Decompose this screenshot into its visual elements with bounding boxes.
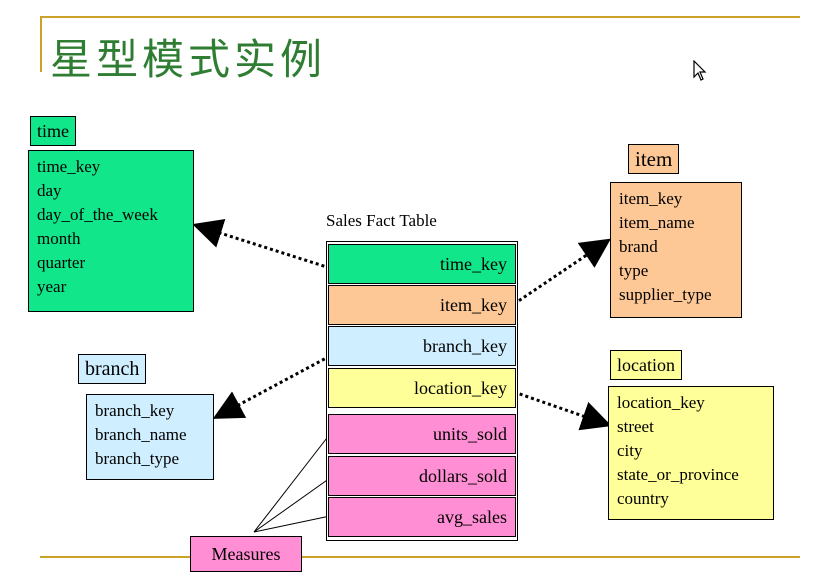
item-dimension-tab: item: [628, 144, 680, 174]
branch-dimension-box: branch_key branch_name branch_type: [86, 394, 214, 480]
location-attr: street: [617, 417, 654, 436]
top-rule: [40, 16, 800, 18]
fact-key-item: item_key: [328, 285, 516, 325]
location-attr: city: [617, 441, 643, 460]
item-attr: item_key: [619, 189, 683, 208]
item-attr: brand: [619, 237, 658, 256]
time-attr: day_of_the_week: [37, 205, 158, 224]
measure-link-avg: [253, 515, 331, 533]
fact-key-time: time_key: [328, 244, 516, 284]
time-attr: year: [37, 277, 67, 296]
fact-key-location: location_key: [328, 368, 516, 408]
fact-measure-units-sold: units_sold: [328, 414, 516, 454]
measures-label: Measures: [190, 536, 302, 572]
item-attr: supplier_type: [619, 285, 712, 304]
location-link: [513, 390, 612, 431]
item-dimension-box: item_key item_name brand type supplier_t…: [610, 182, 742, 318]
branch-attr: branch_key: [95, 401, 175, 420]
time-attr: month: [37, 229, 81, 248]
fact-measure-dollars-sold: dollars_sold: [328, 456, 516, 496]
branch-dimension-tab: branch: [78, 354, 147, 384]
item-attr: item_name: [619, 213, 695, 232]
branch-attr: branch_type: [95, 449, 180, 468]
time-dimension-tab: time: [30, 116, 76, 146]
fact-key-branch: branch_key: [328, 326, 516, 366]
mouse-pointer-icon: [693, 60, 707, 81]
time-attr: quarter: [37, 253, 86, 272]
time-attr: time_key: [37, 157, 101, 176]
time-attr: day: [37, 181, 62, 200]
location-attr: country: [617, 489, 669, 508]
location-attr: state_or_province: [617, 465, 739, 484]
location-dimension-box: location_key street city state_or_provin…: [608, 386, 774, 520]
fact-measure-avg-sales: avg_sales: [328, 497, 516, 537]
item-link: [513, 238, 611, 306]
time-link: [192, 218, 331, 270]
fact-table-title: Sales Fact Table: [326, 211, 437, 230]
location-attr: location_key: [617, 393, 705, 412]
bottom-rule: [40, 556, 800, 558]
measure-link-units: [253, 433, 331, 533]
branch-attr: branch_name: [95, 425, 187, 444]
location-dimension-tab: location: [610, 350, 682, 380]
left-rule: [40, 16, 42, 72]
slide-title: 星型模式实例: [50, 35, 327, 84]
item-attr: type: [619, 261, 649, 280]
time-dimension-box: time_key day day_of_the_week month quart…: [28, 150, 194, 312]
branch-link: [212, 354, 331, 419]
measure-link-dollars: [253, 477, 331, 533]
